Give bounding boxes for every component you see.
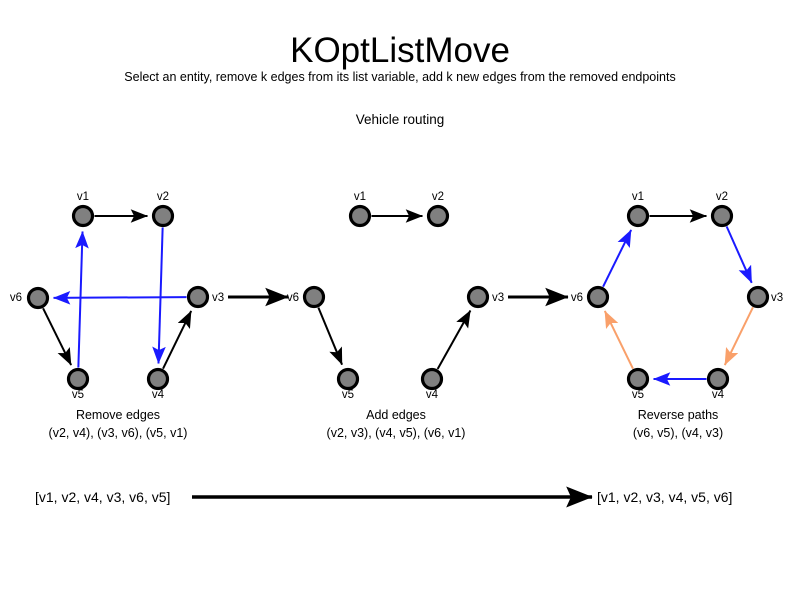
node-label-v5: v5	[72, 389, 84, 401]
node-v3[interactable]	[186, 285, 210, 309]
node-label-v3: v3	[212, 292, 224, 304]
panel-reverse-caption-line2: (v6, v5), (v4, v3)	[633, 426, 723, 440]
node-label-v6: v6	[10, 292, 22, 304]
node-label-v3: v3	[771, 292, 783, 304]
node-v6[interactable]	[302, 285, 326, 309]
node-label-v2: v2	[716, 191, 728, 203]
node-label-v3: v3	[492, 292, 504, 304]
node-label-v6: v6	[571, 292, 583, 304]
node-v5[interactable]	[626, 367, 650, 391]
edge-v3-to-v4	[723, 306, 754, 366]
panel-add-caption-line1: Add edges	[366, 408, 426, 422]
node-v2[interactable]	[151, 204, 175, 228]
edge-v2-to-v3	[725, 226, 753, 284]
node-label-v5: v5	[632, 389, 644, 401]
node-label-v2: v2	[432, 191, 444, 203]
node-v1[interactable]	[71, 204, 95, 228]
after-list: [v1, v2, v3, v4, v5, v6]	[597, 489, 732, 505]
node-v1[interactable]	[348, 204, 372, 228]
edge-v3-to-v6	[53, 290, 187, 305]
panel-reverse-edges	[602, 209, 754, 386]
node-v5[interactable]	[336, 367, 360, 391]
edge-v5-to-v6	[603, 310, 634, 370]
node-label-v4: v4	[712, 389, 725, 401]
node-v3[interactable]	[466, 285, 490, 309]
node-v2[interactable]	[426, 204, 450, 228]
panel-reverse-caption-line1: Reverse paths	[638, 408, 719, 422]
edge-v6-to-v5	[42, 307, 73, 366]
panel-add-caption-line2: (v2, v3), (v4, v5), (v6, v1)	[327, 426, 466, 440]
node-v4[interactable]	[706, 367, 730, 391]
section-heading: Vehicle routing	[356, 112, 445, 127]
before-list: [v1, v2, v4, v3, v6, v5]	[35, 489, 170, 505]
node-label-v1: v1	[632, 191, 644, 203]
node-label-v1: v1	[354, 191, 366, 203]
edge-v4-to-v3	[162, 310, 193, 370]
node-label-v5: v5	[342, 389, 354, 401]
node-v6[interactable]	[26, 286, 50, 310]
node-v1[interactable]	[626, 204, 650, 228]
page-title: KOptListMove	[290, 31, 510, 70]
panel-add-edges	[317, 209, 472, 370]
node-label-v6: v6	[287, 292, 299, 304]
node-label-v4: v4	[426, 389, 439, 401]
node-label-v4: v4	[152, 389, 165, 401]
node-v4[interactable]	[420, 367, 444, 391]
panel-remove-caption-line2: (v2, v4), (v3, v6), (v5, v1)	[49, 426, 188, 440]
edge-v6-to-v1	[602, 229, 633, 288]
node-label-v2: v2	[157, 191, 169, 203]
edge-v5-to-v1	[75, 231, 89, 368]
edge-v2-to-v4	[152, 227, 166, 364]
page-subtitle: Select an entity, remove k edges from it…	[124, 70, 675, 84]
node-v3[interactable]	[746, 285, 770, 309]
panel-remove-caption-line1: Remove edges	[76, 408, 160, 422]
node-v2[interactable]	[710, 204, 734, 228]
node-v4[interactable]	[146, 367, 170, 391]
edge-v6-to-v5	[317, 307, 343, 366]
edge-v4-to-v3	[436, 310, 472, 370]
panel-remove-edges	[42, 209, 193, 370]
node-v6[interactable]	[586, 285, 610, 309]
node-label-v1: v1	[77, 191, 89, 203]
node-v5[interactable]	[66, 367, 90, 391]
